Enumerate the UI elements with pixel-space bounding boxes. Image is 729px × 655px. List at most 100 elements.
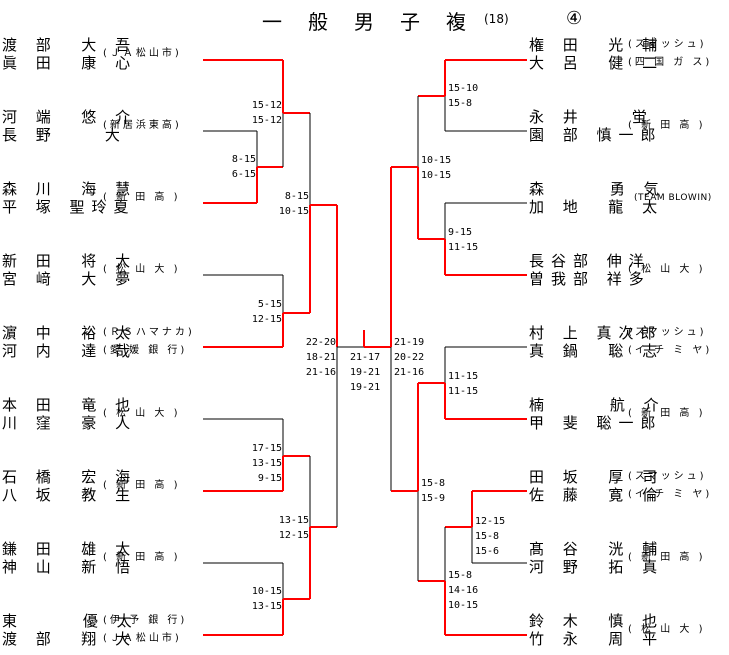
team-name: (愛 媛 銀 行) [103, 345, 188, 356]
score-text: 13-15 [251, 601, 282, 612]
event-title: 一般男子複 [262, 10, 492, 34]
player-name: 石 橋 宏 海 [2, 468, 138, 486]
score-text: 21-17 [350, 352, 381, 363]
team-name: (スマッシュ) [628, 39, 707, 50]
score-text: 15-8 [475, 531, 500, 542]
score-text: 13-15 [251, 458, 282, 469]
player-name: 神 山 新 悟 [2, 558, 138, 576]
page-number: ④ [566, 8, 583, 29]
score-text: 13-15 [278, 515, 309, 526]
team-name: (TEAM BLOWIN) [634, 193, 712, 203]
team-name: ( 松 山 大 ) [103, 408, 181, 419]
team-name: (新居浜東高) [103, 120, 182, 131]
score-text: 15-8 [421, 478, 446, 489]
entry-count: (18) [484, 12, 509, 26]
team-name: (ＪＡ松山市) [103, 633, 182, 644]
player-name: 長 野 大 [2, 126, 127, 144]
player-name: 加 地 龍 太 [529, 198, 665, 216]
team-name: ( 新 田 高 ) [103, 192, 181, 203]
score-text: 17-15 [251, 443, 282, 454]
score-text: 15-10 [448, 83, 479, 94]
score-text: 8-15 [284, 191, 309, 202]
score-text: 8-15 [231, 154, 256, 165]
score-text: 12-15 [475, 516, 506, 527]
team-name: (スマッシュ) [628, 471, 707, 482]
score-text: 10-15 [421, 155, 452, 166]
score-text: 11-15 [448, 386, 479, 397]
score-text: 10-15 [251, 586, 282, 597]
player-name: 園 部 慎一郎 [529, 126, 663, 144]
player-name: 髙 谷 洸 輔 [529, 540, 665, 558]
player-name: 河 内 達 哉 [2, 342, 138, 360]
player-name: 権 田 光 輔 [529, 36, 665, 54]
page-title: 一般男子複 (18) ④ [0, 6, 729, 34]
team-name: (ＲＳハマナカ) [103, 327, 195, 338]
player-name: 宮 﨑 大 夢 [2, 270, 138, 288]
player-name: 森 川 海 慧 [2, 180, 138, 198]
team-name: ( 新 田 高 ) [103, 480, 181, 491]
score-text: 5-15 [257, 299, 282, 310]
team-name: (スマッシュ) [628, 327, 707, 338]
score-text: 22-20 [305, 337, 336, 348]
score-text: 12-15 [251, 314, 282, 325]
player-name: 曽我部 祥多 [529, 270, 651, 288]
score-text: 15-6 [475, 546, 500, 557]
player-name: 渡 部 大 吾 [2, 36, 138, 54]
player-name: 森 勇 気 [529, 180, 666, 198]
team-name: ( 新 田 高 ) [628, 408, 706, 419]
player-name: 佐 藤 寛 倫 [529, 486, 665, 504]
score-text: 11-15 [448, 371, 479, 382]
player-name: 村 上 真次郎 [529, 324, 663, 342]
player-name: 平 塚 聖玲夏 [2, 198, 136, 216]
score-text: 10-15 [278, 206, 309, 217]
team-name: ( 新 田 高 ) [103, 552, 181, 563]
player-name: 川 窪 豪 人 [2, 414, 138, 432]
score-text: 10-15 [448, 600, 479, 611]
score-text: 21-19 [394, 337, 425, 348]
score-text: 9-15 [448, 227, 473, 238]
team-name: ( 松 山 大 ) [628, 264, 706, 275]
player-name: 新 田 将 大 [2, 252, 138, 270]
team-name: ( 新 田 高 ) [628, 552, 706, 563]
player-name: 甲 斐 聡一郎 [529, 414, 663, 432]
team-name: (四 国 ガ ス) [628, 57, 713, 68]
player-name: 本 田 竜 也 [2, 396, 138, 414]
player-name: 田 坂 厚 司 [529, 468, 665, 486]
player-name: 永 井 蛍 [529, 108, 654, 126]
team-name: ( 松 山 大 ) [103, 264, 181, 275]
player-name: 楠 航 介 [529, 396, 666, 414]
player-name: 長谷部 伸洋 [529, 252, 651, 270]
score-text: 21-16 [305, 367, 336, 378]
player-name: 渡 部 翔 大 [2, 630, 138, 648]
team-name: (イ チ ミ ヤ) [628, 345, 713, 356]
player-name: 濵 中 裕 太 [2, 324, 138, 342]
team-name: ( 新 田 高 ) [628, 120, 706, 131]
score-text: 15-12 [251, 115, 282, 126]
player-name: 大 呂 健 二 [529, 54, 665, 72]
score-text: 6-15 [231, 169, 256, 180]
score-text: 21-16 [394, 367, 425, 378]
score-text: 15-12 [251, 100, 282, 111]
score-text: 15-8 [448, 570, 473, 581]
team-name: (伊 予 銀 行) [103, 615, 188, 626]
player-name: 八 坂 教 生 [2, 486, 138, 504]
player-name: 河 端 悠 介 [2, 108, 138, 126]
score-text: 14-16 [448, 585, 479, 596]
score-text: 18-21 [305, 352, 336, 363]
score-text: 12-15 [278, 530, 309, 541]
team-name: ( 松 山 大 ) [628, 624, 706, 635]
score-text: 15-9 [421, 493, 446, 504]
player-name: 東 優 太 [2, 612, 139, 630]
score-text: 20-22 [394, 352, 425, 363]
score-text: 9-15 [257, 473, 282, 484]
score-text: 19-21 [350, 367, 381, 378]
team-name: (ＪＡ松山市) [103, 48, 182, 59]
player-name: 鎌 田 雄 太 [2, 540, 138, 558]
score-text: 11-15 [448, 242, 479, 253]
player-name: 真 鍋 聡 志 [529, 342, 665, 360]
score-text: 19-21 [350, 382, 381, 393]
player-name: 眞 田 康 心 [2, 54, 138, 72]
team-name: (イ チ ミ ヤ) [628, 489, 713, 500]
player-name: 鈴 木 慎 也 [529, 612, 665, 630]
